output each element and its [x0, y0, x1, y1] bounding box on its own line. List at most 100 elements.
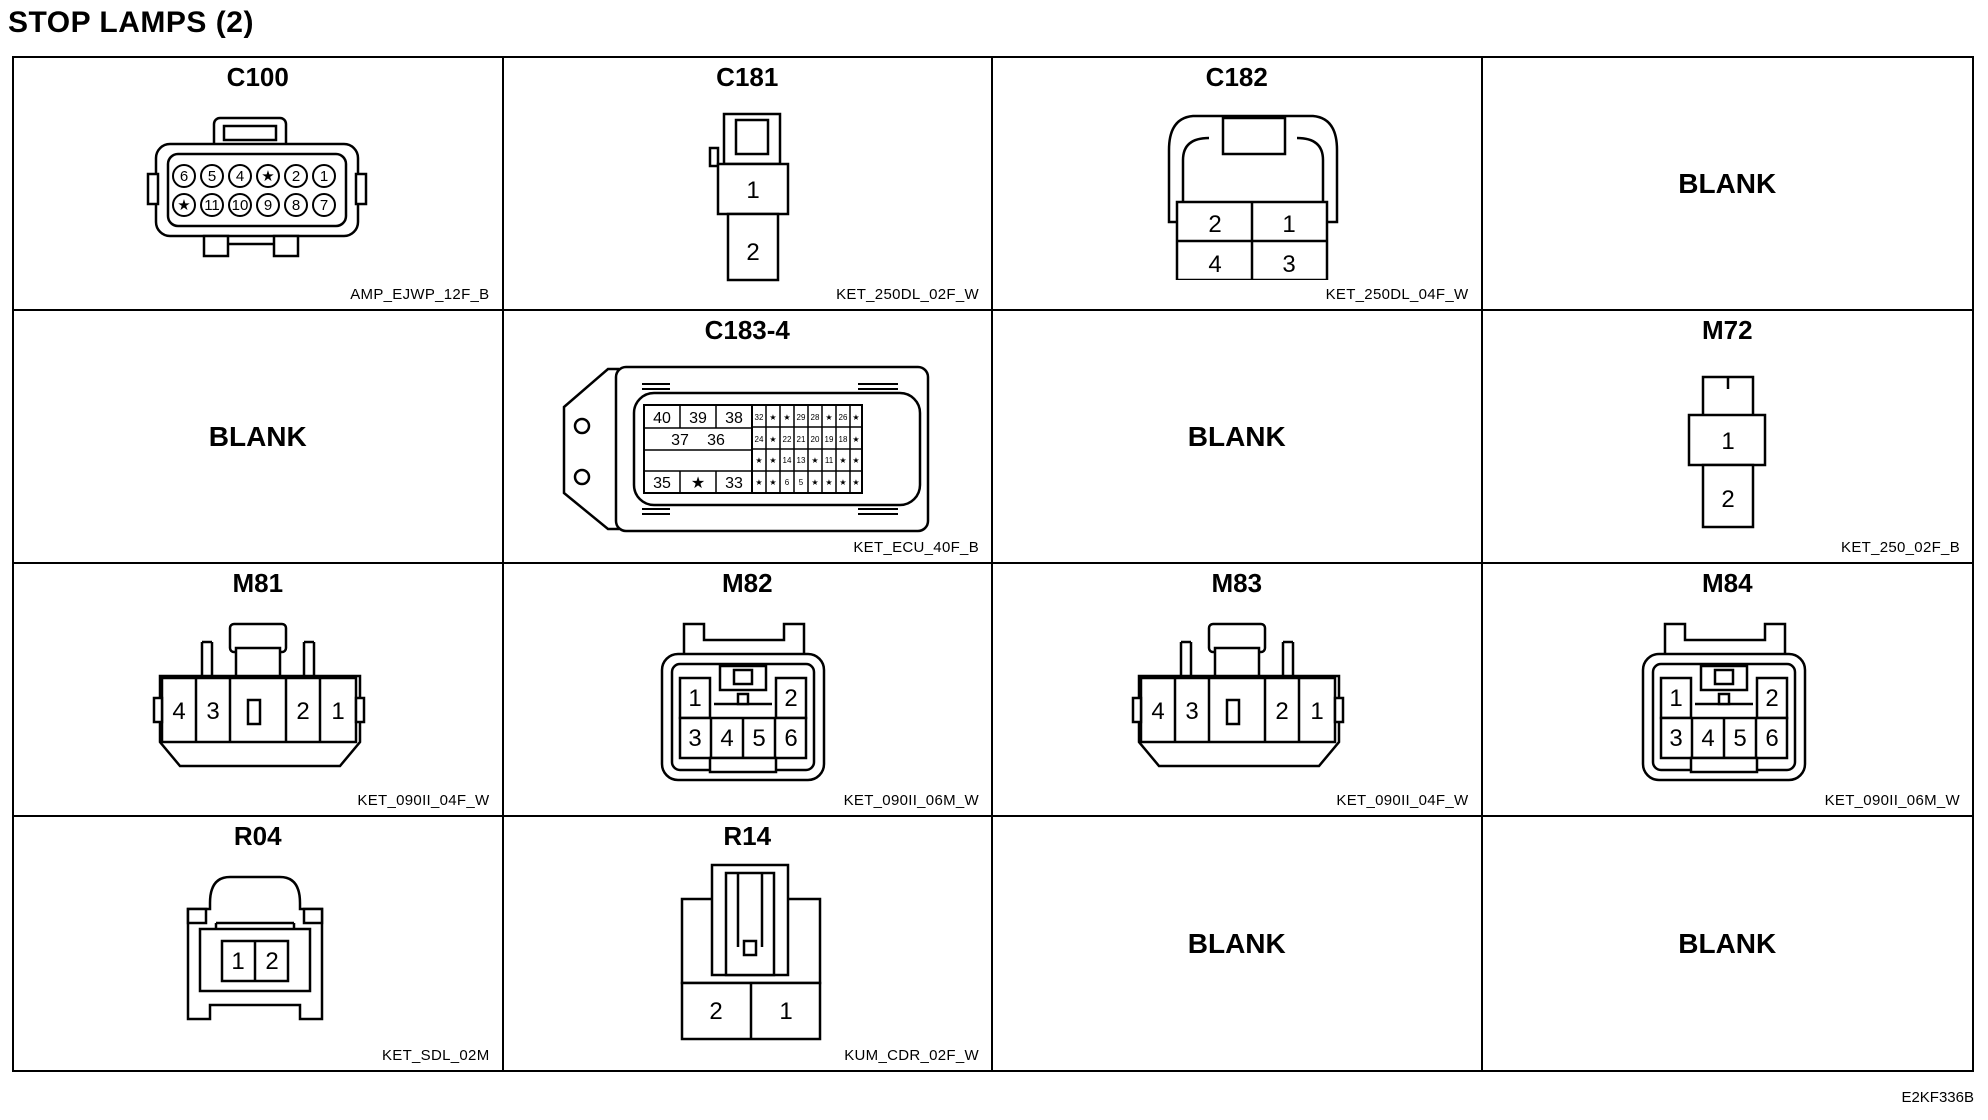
pin-label: 8: [292, 197, 300, 214]
pin-label: 2: [1208, 211, 1221, 238]
pin-label: 40: [653, 410, 671, 427]
pin-label: 2: [296, 698, 309, 725]
part-code: KET_090II_04F_W: [1336, 792, 1469, 809]
cell-r04: R04 1 2 KET_SDL_02M: [14, 817, 504, 1070]
pin-label: 1: [231, 948, 244, 975]
part-code: KET_SDL_02M: [381, 1047, 490, 1064]
connector-title: C183-4: [704, 315, 790, 345]
pin-label: ★: [769, 456, 776, 465]
connector-title: C181: [716, 62, 779, 92]
pin-label: 1: [1310, 698, 1323, 725]
pin-label: 5: [208, 168, 216, 185]
pin-label: ★: [839, 456, 846, 465]
part-code: KET_090II_06M_W: [1824, 792, 1960, 809]
connector-title: C182: [1205, 62, 1268, 92]
connector-m72-diagram: 1 2: [1687, 375, 1766, 529]
connector-r14-diagram: 2 1: [680, 863, 821, 1041]
pin-label: ★: [852, 435, 859, 444]
pin-label: ★: [755, 478, 762, 487]
pin-label: 2: [1721, 486, 1734, 513]
pin-label: 4: [720, 725, 733, 752]
cell-m83: M83 4 3 2: [993, 564, 1483, 817]
pin-label: 2: [746, 239, 759, 266]
pin-label: 6: [1765, 725, 1778, 752]
pin-label: ★: [825, 478, 832, 487]
pin-label: 1: [688, 685, 701, 712]
pin-label: 5: [752, 725, 765, 752]
pin-label: 3: [688, 725, 701, 752]
pin-label: ★: [852, 456, 859, 465]
pin-label: 6: [784, 478, 789, 487]
connector-title: R14: [723, 821, 772, 851]
pin-label: 2: [1765, 685, 1778, 712]
part-code: KET_090II_04F_W: [357, 792, 490, 809]
blank-label: BLANK: [1678, 927, 1777, 959]
pin-label: ★: [811, 478, 818, 487]
pin-label: 4: [236, 168, 244, 185]
cell-m81: M81 4 3 2: [14, 564, 504, 817]
pin-label: 32: [754, 413, 763, 422]
connector-title: M81: [232, 568, 284, 598]
pin-label: 39: [689, 410, 707, 427]
pin-label: ★: [769, 478, 776, 487]
connector-c182-diagram: 2 1 4 3: [1167, 114, 1339, 280]
part-code: KET_090II_06M_W: [843, 792, 979, 809]
cell-m72: M72 1 2 KET_250_02F_B: [1482, 311, 1972, 564]
part-code: KET_250_02F_B: [1841, 539, 1960, 556]
connector-c181-diagram: 1 2: [708, 112, 789, 282]
page-title: STOP LAMPS (2): [8, 6, 254, 39]
cell-c181: C181 1 2 KET_250DL_02F_W: [503, 58, 993, 311]
blank-label: BLANK: [1187, 927, 1286, 959]
connector-c100-diagram: 6 5 4 ★ 2 1 ★ 11 10 9 8 7: [146, 116, 368, 258]
connector-title: M83: [1211, 568, 1263, 598]
part-code: AMP_EJWP_12F_B: [350, 286, 490, 303]
pin-label: 1: [331, 698, 344, 725]
pin-label: 29: [796, 413, 805, 422]
blank-label: BLANK: [208, 420, 307, 452]
pin-label: 3: [206, 698, 219, 725]
pin-label: 2: [1275, 698, 1288, 725]
pin-label: 7: [320, 197, 328, 214]
pin-label: 10: [232, 197, 249, 214]
cell-blank: BLANK: [14, 311, 504, 564]
pin-label: ★: [852, 478, 859, 487]
pin-label: 2: [265, 948, 278, 975]
part-code: KET_250DL_04F_W: [1325, 286, 1469, 303]
pin-label: 5: [1733, 725, 1746, 752]
pin-label: 26: [838, 413, 847, 422]
pin-label: ★: [825, 413, 832, 422]
pin-label: ★: [839, 478, 846, 487]
cell-blank: BLANK: [1483, 817, 1973, 1070]
part-code: KUM_CDR_02F_W: [844, 1047, 979, 1064]
connector-m82-diagram: 1 2 3 4 5 6: [660, 622, 825, 782]
cell-c100: C100 6 5 4: [14, 58, 504, 311]
cell-m82: M82 1 2 3 4: [503, 564, 993, 817]
pin-label: 1: [1282, 211, 1295, 238]
blank-label: BLANK: [1678, 167, 1777, 199]
cell-r14: R14 2 1 KUM_CDR_02F_W: [504, 817, 993, 1070]
connector-title: R04: [233, 821, 282, 851]
part-code: KET_250DL_02F_W: [836, 286, 979, 303]
c100-pin-grid: [172, 164, 336, 217]
connector-m83-diagram: 4 3 2 1: [1131, 622, 1345, 768]
cell-blank: BLANK: [993, 817, 1483, 1070]
cell-c183-4: C183-4: [503, 311, 993, 564]
connector-c183-4-diagram: 40 39 38 37 36 35 ★ 33 32 ★ ★ 29 28 ★ 26…: [562, 365, 929, 533]
pin-label: 1: [1721, 428, 1734, 455]
pin-label: 1: [320, 168, 328, 185]
connector-title: M72: [1701, 315, 1753, 345]
pin-label: ★: [783, 413, 790, 422]
pin-label: 3: [1282, 251, 1295, 278]
pin-label: ★: [755, 456, 762, 465]
connector-r04-diagram: 1 2: [186, 875, 324, 1021]
pin-label: 36: [707, 432, 725, 449]
pin-label: 4: [1151, 698, 1164, 725]
pin-label: 1: [1669, 685, 1682, 712]
cell-blank: BLANK: [993, 311, 1483, 564]
pin-label: 18: [838, 435, 847, 444]
pin-label: ★: [769, 435, 776, 444]
pin-label: 9: [264, 197, 272, 214]
pin-label: 4: [172, 698, 185, 725]
pin-label: 28: [810, 413, 819, 422]
pin-label: 11: [824, 456, 833, 465]
